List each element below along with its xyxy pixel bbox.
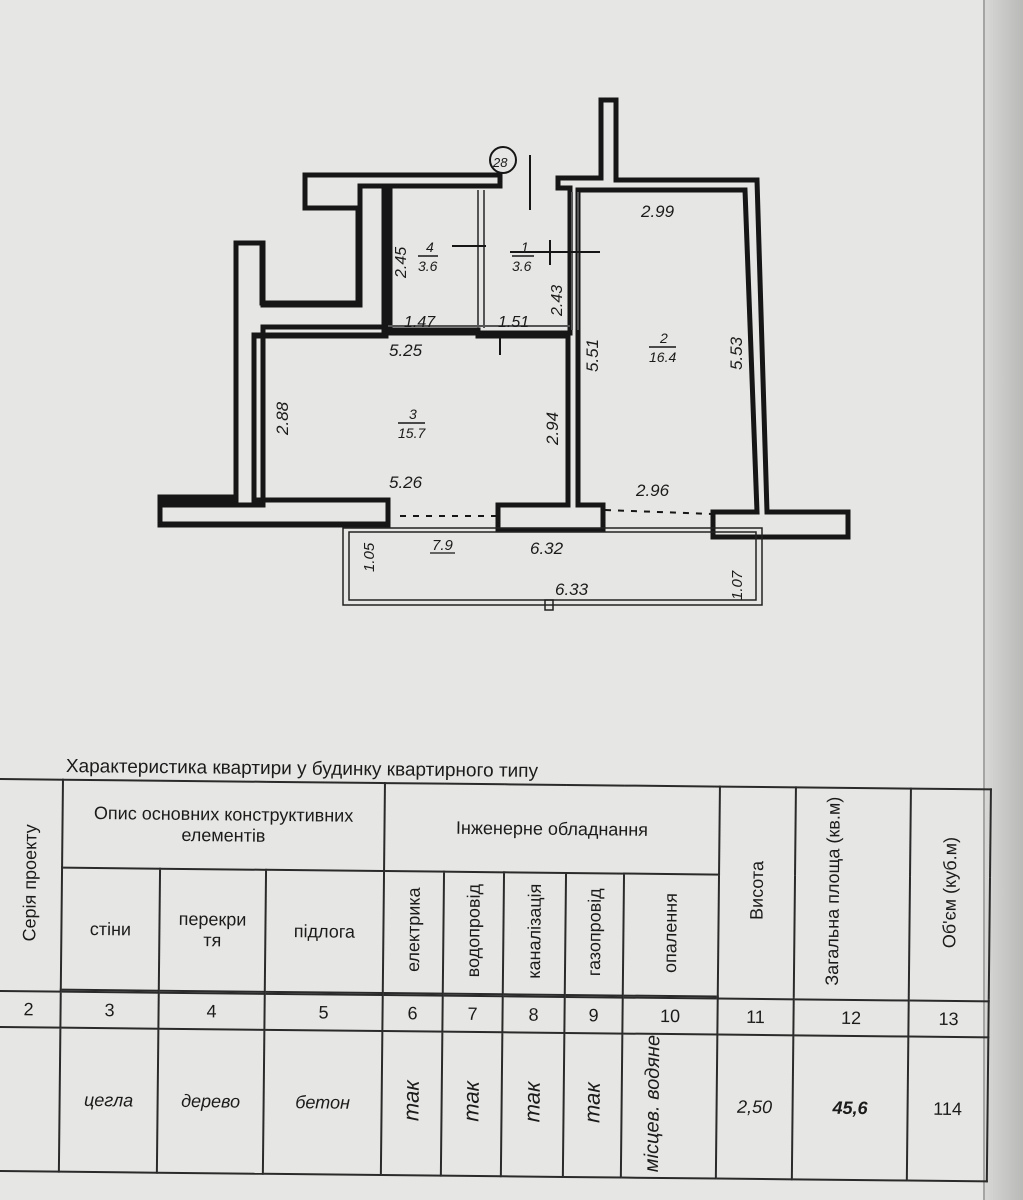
dim-6-33: 6.33	[555, 580, 589, 599]
value-heating: місцев. водяне	[620, 1033, 718, 1179]
header-volume: Об'єм (куб.м)	[908, 788, 991, 1002]
balcony-divider-right	[604, 509, 713, 515]
dim-2-88: 2.88	[273, 401, 292, 436]
header-construction-group: Опис основних конструктивних елементів	[62, 779, 385, 872]
values-row: цегла дерево бетон так так так так місце…	[0, 1026, 989, 1182]
dim-2-94: 2.94	[543, 412, 562, 446]
colnum-3: 3	[60, 991, 159, 1029]
value-electric: так	[380, 1031, 443, 1176]
header-walls: стіни	[60, 867, 161, 991]
value-sewer: так	[500, 1032, 565, 1178]
dim-1-07: 1.07	[729, 570, 746, 600]
dim-2-96: 2.96	[635, 481, 670, 500]
header-ceilings: перекри тя	[158, 868, 267, 992]
colnum-8: 8	[502, 996, 565, 1033]
dim-5-25: 5.25	[389, 341, 423, 360]
dim-5-53: 5.53	[727, 336, 746, 370]
dim-7-9: 7.9	[432, 537, 454, 554]
colnum-5: 5	[264, 993, 383, 1032]
dim-2-99: 2.99	[640, 202, 675, 221]
value-water: так	[440, 1031, 503, 1177]
header-engineering-group: Інженерне обладнання	[384, 783, 720, 875]
header-water: водопровід	[442, 871, 505, 995]
wall-upper-left	[157, 172, 503, 527]
header-series: Серія проекту	[0, 779, 63, 992]
dim-5-26: 5.26	[389, 473, 423, 492]
header-floor: підлога	[264, 869, 385, 994]
colnum-4: 4	[158, 992, 265, 1030]
value-volume: 114	[906, 1036, 989, 1182]
value-walls: цегла	[58, 1027, 159, 1173]
dim-5-51: 5.51	[583, 339, 602, 372]
value-gas: так	[562, 1032, 623, 1178]
room-4-area: 3.6	[418, 258, 438, 274]
apartment-spec-table: Серія проекту Опис основних конструктивн…	[0, 778, 992, 1183]
colnum-11: 11	[717, 998, 794, 1036]
axis-marker: 28	[492, 155, 508, 170]
room-3-area: 15.7	[398, 425, 426, 441]
colnum-12: 12	[793, 999, 909, 1037]
colnum-13: 13	[908, 1000, 989, 1038]
colnum-7: 7	[442, 995, 503, 1033]
axis-marker-circle	[489, 146, 517, 174]
room-4-number: 4	[426, 239, 434, 255]
dim-6-32: 6.32	[530, 539, 564, 558]
value-series	[0, 1026, 61, 1172]
header-total-area: Загальна площа (кв.м)	[793, 787, 911, 1001]
colnum-2: 2	[0, 990, 61, 1028]
value-height: 2,50	[715, 1034, 794, 1180]
dim-2-43: 2.43	[549, 285, 566, 317]
value-floor: бетон	[262, 1029, 383, 1176]
value-ceilings: дерево	[156, 1028, 265, 1175]
dim-1-05: 1.05	[361, 542, 378, 572]
header-height: Висота	[717, 786, 796, 1000]
room-2-number: 2	[659, 330, 668, 346]
balcony-door	[544, 599, 554, 611]
page-edge-line	[983, 0, 985, 1200]
colnum-10: 10	[622, 997, 718, 1035]
floor-plan: 28 4 3.6 1 3.6 2 16.4 3 15.7 2.99 1.47 1…	[157, 97, 851, 611]
room-1-number: 1	[521, 239, 529, 255]
colnum-9: 9	[564, 996, 623, 1034]
room-1-area: 3.6	[512, 258, 532, 274]
page-edge	[983, 0, 1023, 1200]
colnum-6: 6	[382, 995, 443, 1032]
header-heating: опалення	[622, 873, 720, 997]
dim-1-51: 1.51	[498, 314, 529, 331]
dim-2-45: 2.45	[393, 247, 410, 279]
room-3-number: 3	[409, 406, 417, 422]
room-2-area: 16.4	[649, 349, 676, 365]
header-gas: газопровід	[564, 872, 625, 996]
header-sewer: каналізація	[502, 872, 567, 995]
dim-1-47: 1.47	[404, 314, 436, 331]
value-total-area: 45,6	[791, 1035, 909, 1181]
header-electric: електрика	[382, 871, 445, 994]
